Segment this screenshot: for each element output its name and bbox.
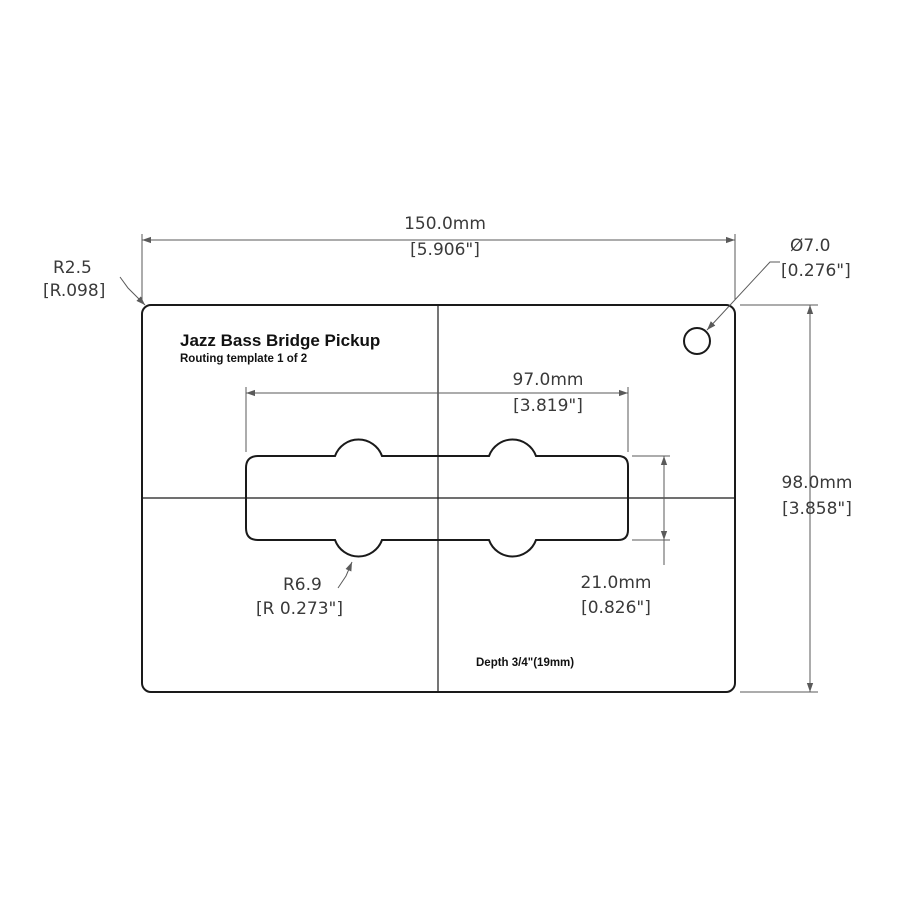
template-title: Jazz Bass Bridge Pickup xyxy=(180,331,380,350)
hole-diameter-in-label: [0.276"] xyxy=(781,261,851,281)
height-in-label: [3.858"] xyxy=(782,499,852,519)
pickup-length-in-label: [3.819"] xyxy=(513,396,583,416)
pickup-width-in-label: [0.826"] xyxy=(581,598,651,618)
height-mm-label: 98.0mm xyxy=(782,473,853,493)
width-mm-label: 150.0mm xyxy=(404,214,486,234)
pickup-length-mm-label: 97.0mm xyxy=(513,370,584,390)
template-subtitle: Routing template 1 of 2 xyxy=(180,353,307,365)
corner-radius-in-label: [R.098] xyxy=(43,281,105,301)
pickup-cavity-outline xyxy=(245,438,629,558)
ear-radius-in-label: [R 0.273"] xyxy=(256,599,343,619)
ear-radius-mm-label: R6.9 xyxy=(283,575,322,595)
hole-diameter-mm-label: Ø7.0 xyxy=(790,236,830,256)
corner-radius-leader xyxy=(119,276,146,306)
width-in-label: [5.906"] xyxy=(410,240,480,260)
depth-note: Depth 3/4"(19mm) xyxy=(476,657,574,669)
mounting-hole xyxy=(683,327,711,355)
hole-diameter-leader xyxy=(706,261,780,331)
ear-radius-leader xyxy=(337,561,353,589)
pickup-width-mm-label: 21.0mm xyxy=(581,573,652,593)
corner-radius-mm-label: R2.5 xyxy=(53,258,92,278)
